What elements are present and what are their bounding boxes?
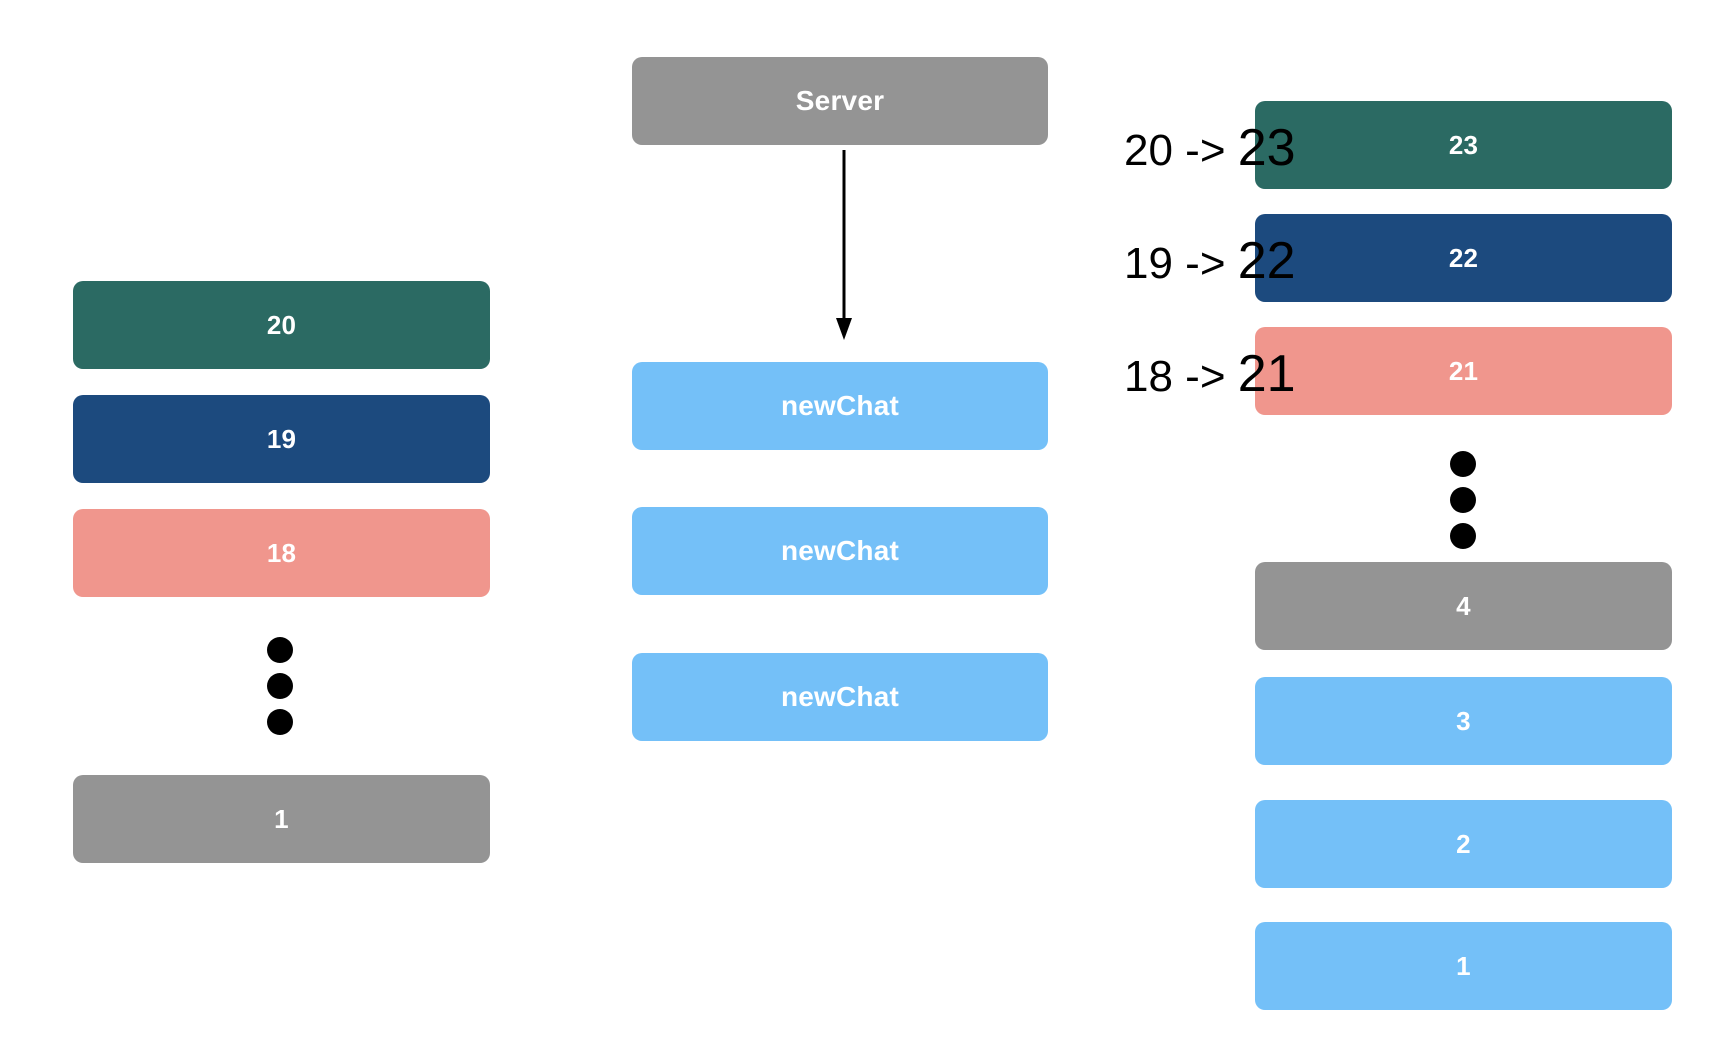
ellipsis-dot-icon <box>267 673 293 699</box>
newchat-box-3: newChat <box>632 653 1048 741</box>
mapping-from-20: 20 <box>1124 126 1173 175</box>
server-message-box-22: 22 <box>1255 214 1672 302</box>
server-message-label-21: 21 <box>1448 356 1479 386</box>
server-message-box-23: 23 <box>1255 101 1672 189</box>
ellipsis-dot-icon <box>267 709 293 735</box>
client-message-label-1: 1 <box>274 804 289 834</box>
client-message-box-20: 20 <box>73 281 490 369</box>
mapping-arrow-icon-1: -> <box>1172 239 1238 288</box>
ellipsis-dot-icon <box>1450 487 1476 513</box>
server-message-box-21: 21 <box>1255 327 1672 415</box>
server-message-label-3: 3 <box>1456 706 1471 736</box>
mapping-arrow-icon-0: -> <box>1172 126 1238 175</box>
server-message-label-4: 4 <box>1456 591 1471 621</box>
server-message-box-3: 3 <box>1255 677 1672 765</box>
client-message-box-18: 18 <box>73 509 490 597</box>
newchat-label-2: newChat <box>780 535 900 566</box>
newchat-box-1: newChat <box>632 362 1048 450</box>
server-message-label-1: 1 <box>1456 951 1471 981</box>
server-message-label-23: 23 <box>1448 130 1479 160</box>
ellipsis-dot-icon <box>1450 451 1476 477</box>
server-message-label-2: 2 <box>1456 829 1471 859</box>
client-stack-ellipsis-dots <box>267 637 293 735</box>
server-to-newchat-arrow-icon <box>836 150 852 340</box>
server-message-box-4: 4 <box>1255 562 1672 650</box>
server-box: Server <box>632 57 1048 145</box>
mapping-arrow-icon-2: -> <box>1172 352 1238 401</box>
newchat-label-1: newChat <box>780 390 900 421</box>
client-message-label-18: 18 <box>266 538 297 568</box>
server-stack-ellipsis-dots <box>1450 451 1476 549</box>
server-message-box-2: 2 <box>1255 800 1672 888</box>
client-message-label-20: 20 <box>266 310 297 340</box>
server-message-label-22: 22 <box>1448 243 1479 273</box>
mapping-from-19: 19 <box>1124 239 1173 288</box>
server-label: Server <box>795 85 885 116</box>
ellipsis-dot-icon <box>1450 523 1476 549</box>
client-message-box-1: 1 <box>73 775 490 863</box>
newchat-label-3: newChat <box>780 681 900 712</box>
mapping-from-18: 18 <box>1124 352 1173 401</box>
client-message-label-19: 19 <box>266 424 297 454</box>
ellipsis-dot-icon <box>267 637 293 663</box>
newchat-box-2: newChat <box>632 507 1048 595</box>
server-message-box-1: 1 <box>1255 922 1672 1010</box>
client-message-box-19: 19 <box>73 395 490 483</box>
